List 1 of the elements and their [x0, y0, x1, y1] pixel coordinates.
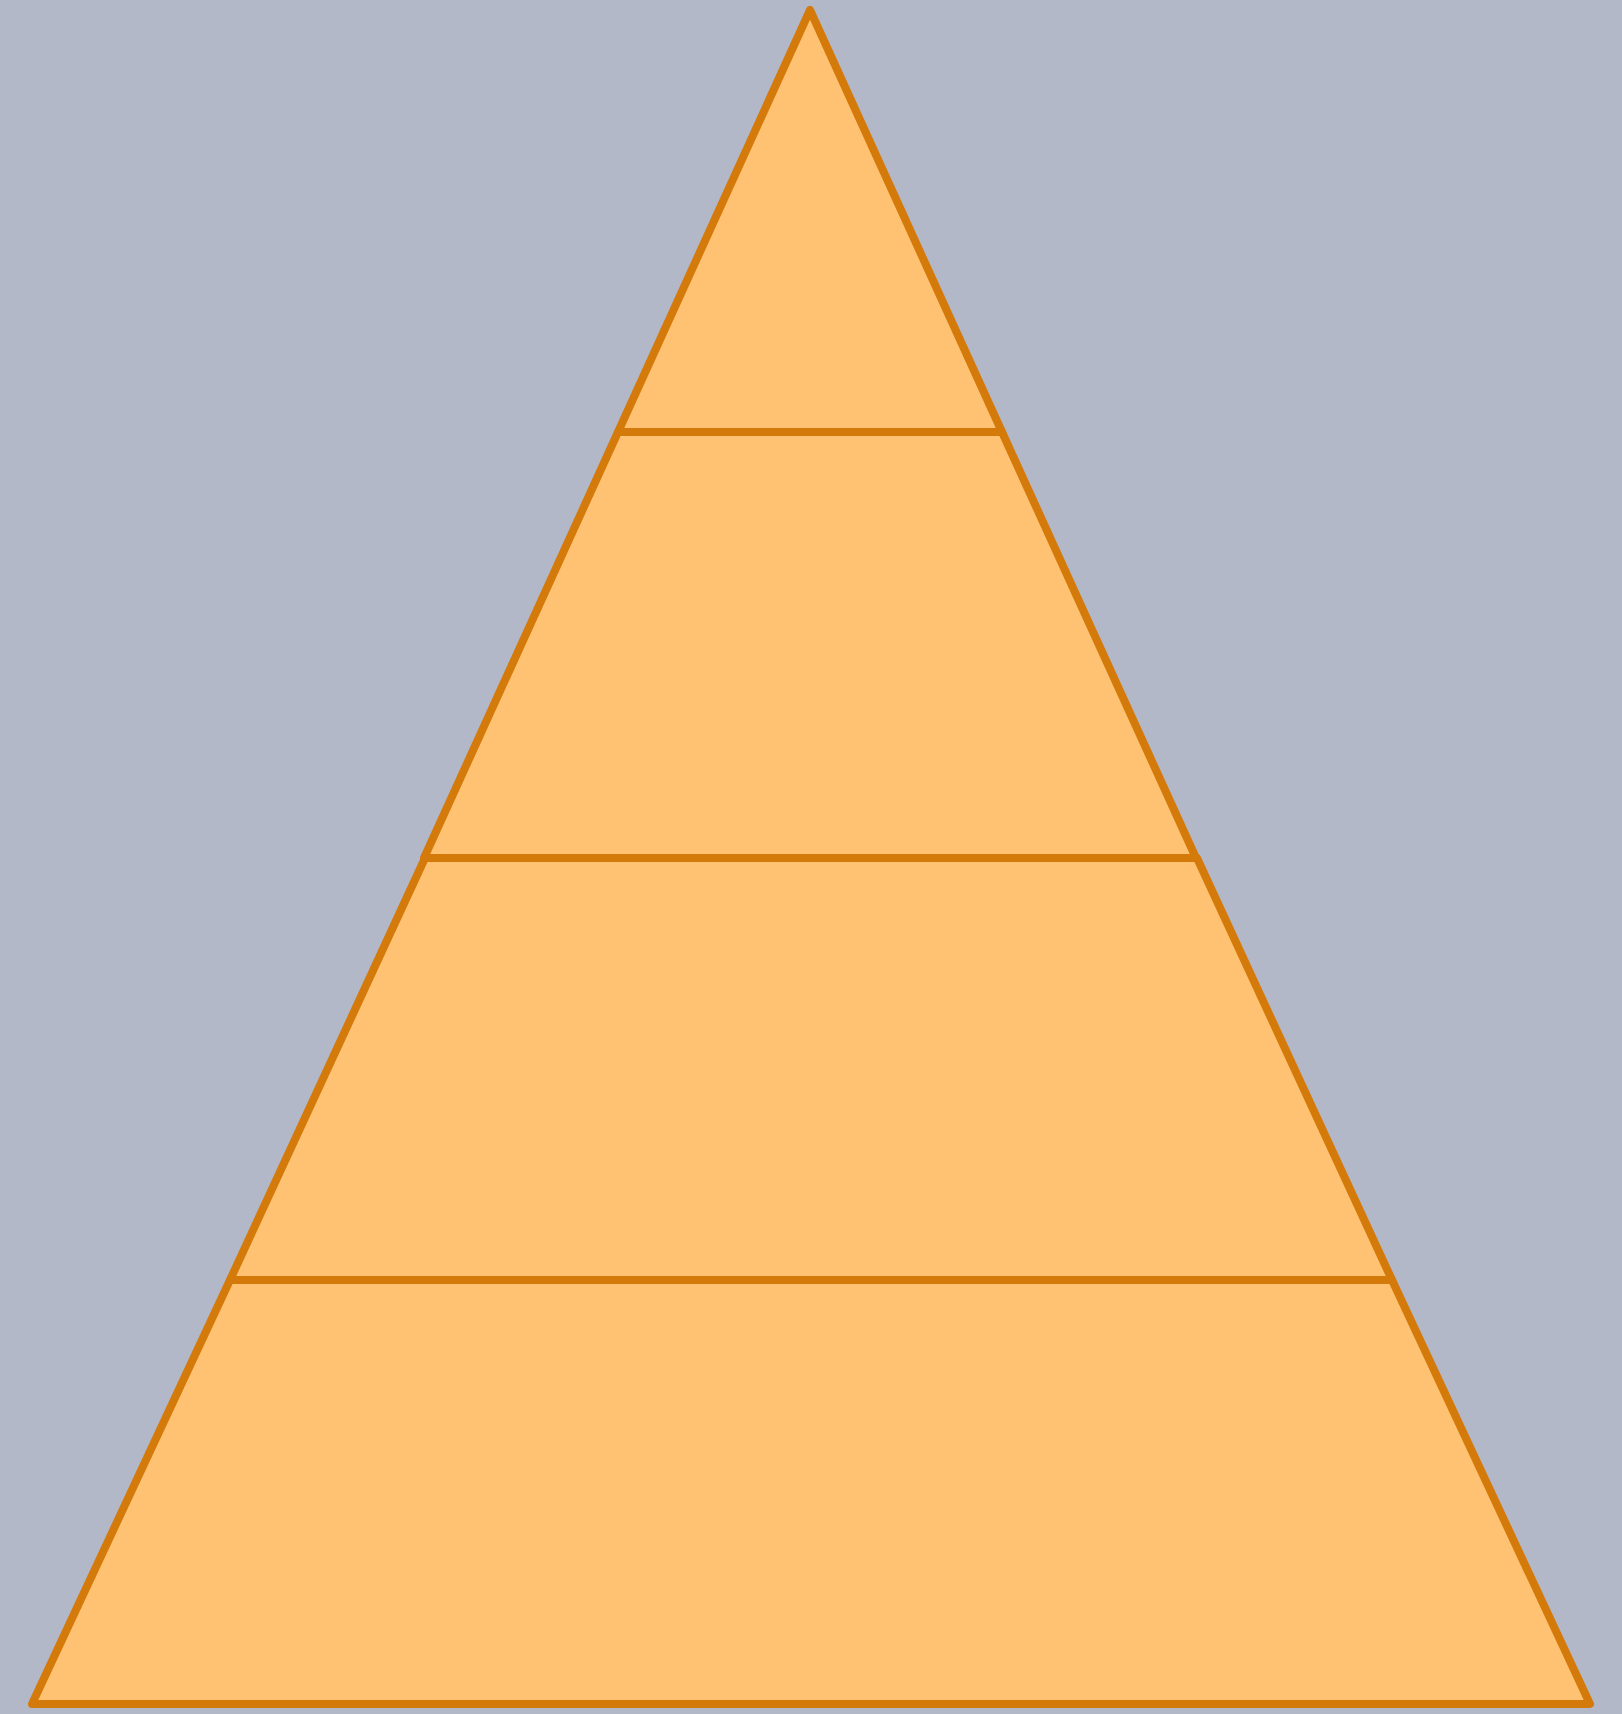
pyramid-tier: [27, 1276, 1593, 1708]
